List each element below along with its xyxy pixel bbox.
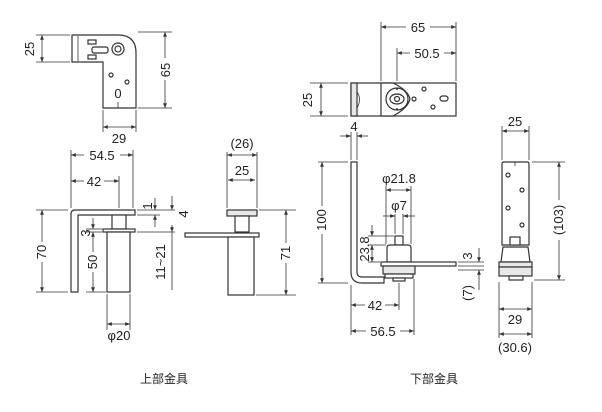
upper-front-width-pin-label: 42 [87,174,101,189]
upper-side-width-ref-label: (26) [230,136,253,151]
upper-top-mark: 0 [114,86,121,101]
upper-top-total-height-label: 65 [158,63,173,77]
lower-front-bottom-ref-label: (7) [460,285,475,301]
lower-side-height-ref-label: (103) [551,205,566,235]
upper-top-width-label: 29 [112,131,126,146]
upper-front-adjust-label: 11~21 [153,244,168,280]
upper-front-plate-thickness-label: 1 [140,202,155,209]
upper-side-view: (26) 25 71 [184,136,296,296]
caption-lower-fitting: 下部金具 [410,372,459,386]
upper-front-flange-thickness-label: 3 [78,229,93,236]
upper-top-height-label: 25 [22,42,37,56]
lower-front-width-pin-label: 42 [368,298,382,313]
upper-pin-collar [111,214,127,230]
lower-top-height-label: 25 [300,93,315,107]
upper-front-gap-label: 4 [176,210,191,217]
upper-top-body [71,34,137,109]
upper-pin [106,231,131,293]
lower-top-center-label: 50.5 [414,46,439,61]
upper-side-flange [184,232,260,238]
lower-plate [380,261,457,267]
upper-front-pin-diameter-label: φ20 [108,328,131,343]
lower-bracket [350,161,385,284]
upper-front-pin-length-label: 50 [85,255,100,269]
lower-front-height-label: 100 [314,209,329,231]
lower-top-length-label: 65 [411,20,425,35]
lower-pivot-body [386,244,412,263]
upper-front-view: 54.5 42 1 4 11~21 70 3 50 [34,147,191,343]
lower-side-base-width-ref-label: (30.6) [498,340,532,355]
upper-side-plate [226,209,258,217]
lower-top-view: 65 50.5 25 4 [300,19,457,138]
lower-front-plate-thickness-label: 3 [460,252,475,259]
upper-front-width-total-label: 54.5 [89,148,114,163]
lower-front-view: 100 φ21.8 φ7 23.8 42 56.5 [314,132,484,339]
lower-top-thickness-label: 4 [350,119,357,134]
upper-side-pin [227,236,255,296]
caption-upper-fitting: 上部金具 [140,372,189,386]
upper-side-height-label: 71 [278,246,293,260]
lower-front-outer-diameter-label: φ21.8 [382,171,416,186]
lower-side-width-label: 25 [508,114,522,129]
upper-front-height-label: 70 [34,245,49,259]
lower-side-base-width-label: 29 [508,312,522,327]
upper-side-width-label: 25 [235,163,249,178]
upper-top-view: 0 25 65 29 [22,31,173,146]
lower-side-view: 25 (103) 29 (30.6) [498,114,567,355]
lower-front-width-total-label: 56.5 [370,324,395,339]
lower-front-pin-height-label: 23.8 [357,236,372,261]
lower-front-pin-diameter-label: φ7 [391,198,407,213]
lower-pin [394,235,404,246]
